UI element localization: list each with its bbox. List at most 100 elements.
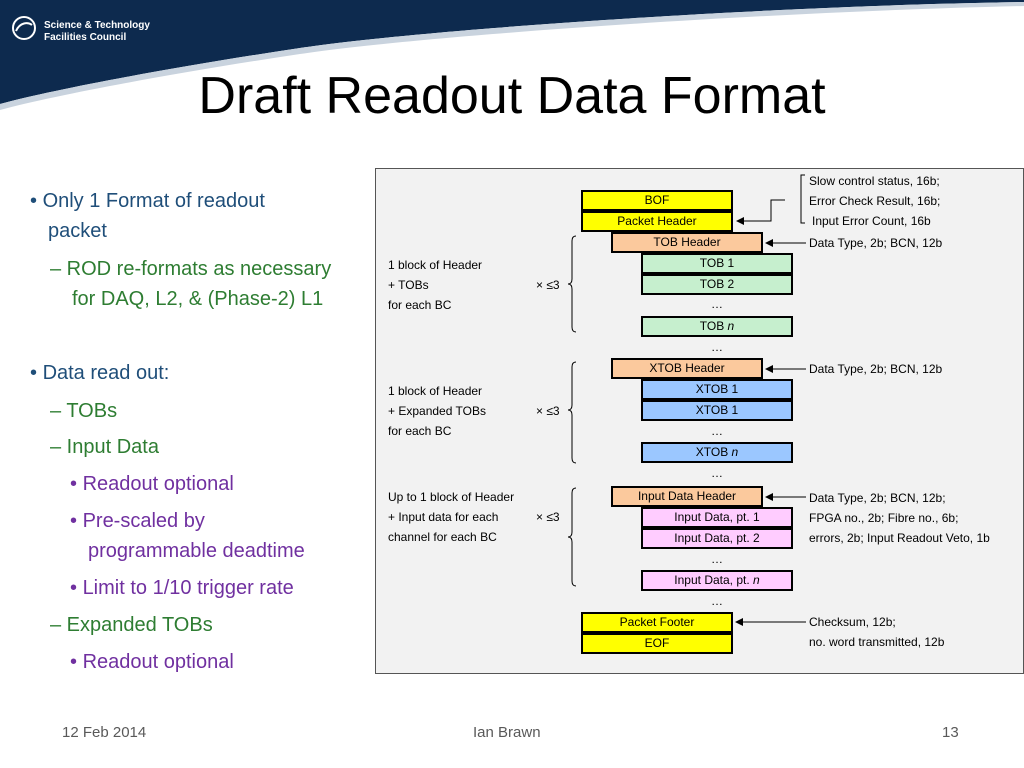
packet-footer-note-line1: Checksum, 12b; (809, 615, 896, 629)
bullet-item: • Readout optional (70, 469, 234, 499)
input-data-pt1-box: Input Data, pt. 1 (641, 507, 793, 528)
input-ellipsis: … (711, 552, 723, 566)
group-input-line3: channel for each BC (388, 530, 497, 544)
group-tob-multiplier: × ≤3 (536, 278, 560, 292)
packet-footer-label: Packet Footer (619, 615, 695, 629)
bullet-marker: • (30, 362, 43, 384)
bullet-item: • Only 1 Format of readout (30, 186, 265, 216)
tob-1-box: TOB 1 (641, 253, 793, 274)
group-tob-line2: + TOBs (388, 278, 429, 292)
bullet-text: Readout optional (82, 473, 234, 495)
input-data-header-label: Input Data Header (637, 489, 737, 503)
input-header-note-line2: FPGA no., 2b; Fibre no., 6b; (809, 511, 959, 525)
group-xtob-line1: 1 block of Header (388, 384, 483, 398)
bullet-item: • Readout optional (70, 647, 234, 677)
tob-n-label: TOB (699, 319, 728, 333)
bullet-text: Data read out: (42, 362, 170, 384)
group-input-line2: + Input data for each (388, 510, 499, 524)
tob-ellipsis: … (711, 297, 723, 311)
bullet-item: • Data read out: (30, 358, 169, 388)
xtob-header-label: XTOB Header (649, 361, 725, 375)
xtob-n-label: XTOB (695, 445, 732, 459)
input-data-pt2-box: Input Data, pt. 2 (641, 528, 793, 549)
slide-title: Draft Readout Data Format (198, 67, 826, 125)
packet-header-connector (736, 199, 785, 225)
tob-header-note: Data Type, 2b; BCN, 12b (809, 236, 943, 250)
xtob-header-note: Data Type, 2b; BCN, 12b (809, 362, 943, 376)
footer-page-number: 13 (942, 724, 959, 741)
packet-header-label: Packet Header (617, 214, 697, 228)
bullet-item: packet (48, 216, 107, 246)
bullet-text: – Input Data (50, 436, 159, 458)
xtob-1b-label: XTOB 1 (695, 403, 739, 417)
bullet-item: • Limit to 1/10 trigger rate (70, 573, 294, 603)
input-header-note-line1: Data Type, 2b; BCN, 12b; (809, 491, 946, 505)
footer-author: Ian Brawn (473, 724, 541, 741)
org-name: Science & Technology Facilities Council (44, 20, 150, 44)
tob-header-label: TOB Header (653, 235, 721, 249)
packet-footer-note: Checksum, 12b; no. word transmitted, 12b (809, 612, 944, 652)
tob-header-box: TOB Header (611, 232, 763, 253)
org-line1: Science & Technology (44, 20, 150, 31)
group-xtob-line2: + Expanded TOBs (388, 404, 486, 418)
bullet-item: – Expanded TOBs (50, 610, 213, 640)
group-xtob-label: 1 block of Header + Expanded TOBs for ea… (388, 381, 486, 441)
bof-label: BOF (644, 193, 670, 207)
input-data-header-box: Input Data Header (611, 486, 763, 507)
xtob-1-box: XTOB 1 (641, 379, 793, 400)
bullet-item: programmable deadtime (88, 536, 305, 566)
group-tob-line3: for each BC (388, 298, 452, 312)
bullet-marker: • (70, 577, 83, 599)
input-header-note-line3: errors, 2b; Input Readout Veto, 1b (809, 531, 990, 545)
footer-date: 12 Feb 2014 (62, 724, 147, 741)
bullet-marker: • (30, 190, 43, 212)
group2-brace (567, 361, 577, 464)
packet-footer-box: Packet Footer (581, 612, 733, 633)
diagram-connectors (567, 174, 806, 626)
xtob-n-box: XTOB n (641, 442, 793, 463)
group1-brace (567, 235, 577, 333)
input-data-ptn-index: n (753, 573, 760, 587)
bullet-text: – ROD re-formats as necessary (50, 258, 332, 280)
tob-1-label: TOB 1 (699, 256, 735, 270)
group-xtob-multiplier: × ≤3 (536, 404, 560, 418)
packet-header-box: Packet Header (581, 211, 733, 232)
tob-n-index: n (727, 319, 735, 333)
packet-header-note: Slow control status, 16b; Error Check Re… (809, 171, 940, 231)
tob-block-ellipsis: … (711, 340, 723, 354)
group3-brace (567, 487, 577, 587)
input-data-ptn-box: Input Data, pt. n (641, 570, 793, 591)
tob-n-box: TOB n (641, 316, 793, 337)
packet-header-note-line2: Error Check Result, 16b; (809, 194, 941, 208)
xtob-1-label: XTOB 1 (695, 382, 739, 396)
group-tob-label: 1 block of Header + TOBs for each BC (388, 255, 482, 315)
xtob-block-ellipsis: … (711, 466, 723, 480)
bof-box: BOF (581, 190, 733, 211)
bullet-text: – Expanded TOBs (50, 614, 213, 636)
packet-footer-note-line2: no. word transmitted, 12b (809, 635, 945, 649)
packet-header-note-line3: Input Error Count, 16b (812, 214, 931, 228)
bullet-item: – Input Data (50, 432, 159, 462)
bullet-text: Only 1 Format of readout (42, 190, 265, 212)
bullet-item: • Pre-scaled by (70, 506, 205, 536)
input-block-ellipsis: … (711, 594, 723, 608)
bullet-text: for DAQ, L2, & (Phase-2) L1 (72, 288, 324, 310)
group-input-line1: Up to 1 block of Header (388, 490, 515, 504)
input-header-note: Data Type, 2b; BCN, 12b; FPGA no., 2b; F… (809, 488, 990, 548)
group-input-multiplier: × ≤3 (536, 510, 560, 524)
group-input-label: Up to 1 block of Header + Input data for… (388, 487, 514, 547)
bullet-text: Pre-scaled by (82, 510, 205, 532)
bullet-text: packet (48, 220, 107, 242)
tob-2-label: TOB 2 (699, 277, 735, 291)
group-tob-line1: 1 block of Header (388, 258, 483, 272)
bullet-text: programmable deadtime (88, 540, 305, 562)
bullet-item: – TOBs (50, 396, 117, 426)
header-banner (0, 0, 1024, 110)
eof-label: EOF (644, 636, 670, 650)
bullet-marker: • (70, 651, 83, 673)
input-data-ptn-label: Input Data, pt. (674, 573, 754, 587)
xtob-n-index: n (731, 445, 739, 459)
stfc-logo-icon (12, 16, 36, 40)
eof-box: EOF (581, 633, 733, 654)
bullet-item: for DAQ, L2, & (Phase-2) L1 (72, 284, 323, 314)
